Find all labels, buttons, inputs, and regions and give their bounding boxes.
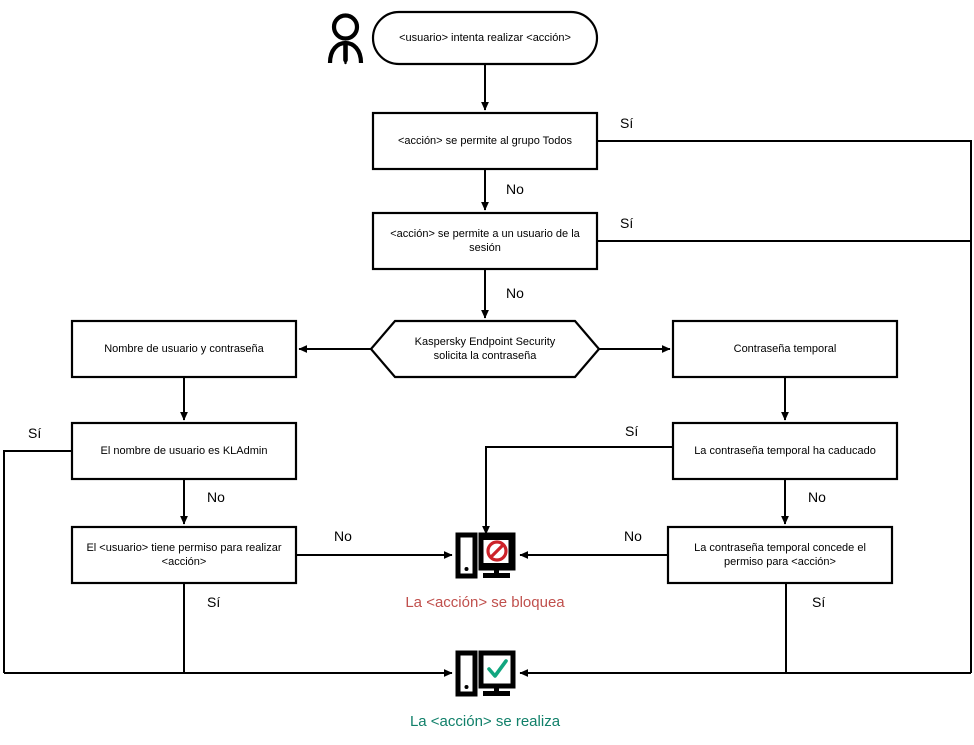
- edge-label-everyone-yes: Sí: [620, 115, 634, 131]
- outcome-blocked-caption: La <acción> se bloquea: [405, 594, 565, 611]
- edge-label-session-yes: Sí: [620, 215, 634, 231]
- edge-label-expired-yes: Sí: [625, 423, 639, 439]
- edge-label-session-no: No: [506, 285, 524, 301]
- edge-label-grants-no: No: [624, 528, 642, 544]
- node-temporary-password-shape: [671, 319, 899, 379]
- node-is-kladmin-shape: [70, 421, 298, 481]
- edge-label-kladmin-yes: Sí: [28, 425, 42, 441]
- edge-label-expired-no: No: [808, 489, 826, 505]
- edge-kladmin-yes: [3, 450, 72, 673]
- node-kes-prompt-shape: [369, 319, 601, 379]
- node-temp-password-expired-shape: [671, 421, 899, 481]
- outcome-allowed-caption: La <acción> se realiza: [409, 713, 561, 730]
- computer-blocked-icon: [455, 532, 516, 579]
- node-temp-password-grants-shape: [666, 525, 894, 585]
- node-user-has-permission-shape: [70, 525, 298, 585]
- edge-label-permission-yes: Sí: [207, 594, 221, 610]
- edge-everyone-yes: [597, 140, 972, 673]
- computer-allowed-icon: [455, 650, 516, 697]
- edge-label-kladmin-no: No: [207, 489, 225, 505]
- edge-label-permission-no: No: [334, 528, 352, 544]
- edge-expired-yes: [482, 446, 673, 535]
- edge-label-grants-yes: Sí: [812, 594, 826, 610]
- node-start-shape: [371, 10, 599, 66]
- node-username-password-shape: [70, 319, 298, 379]
- user-icon: [327, 13, 364, 65]
- edge-label-everyone-no: No: [506, 181, 524, 197]
- node-allowed-everyone-shape: [371, 111, 599, 171]
- node-allowed-session-user-shape: [371, 211, 599, 271]
